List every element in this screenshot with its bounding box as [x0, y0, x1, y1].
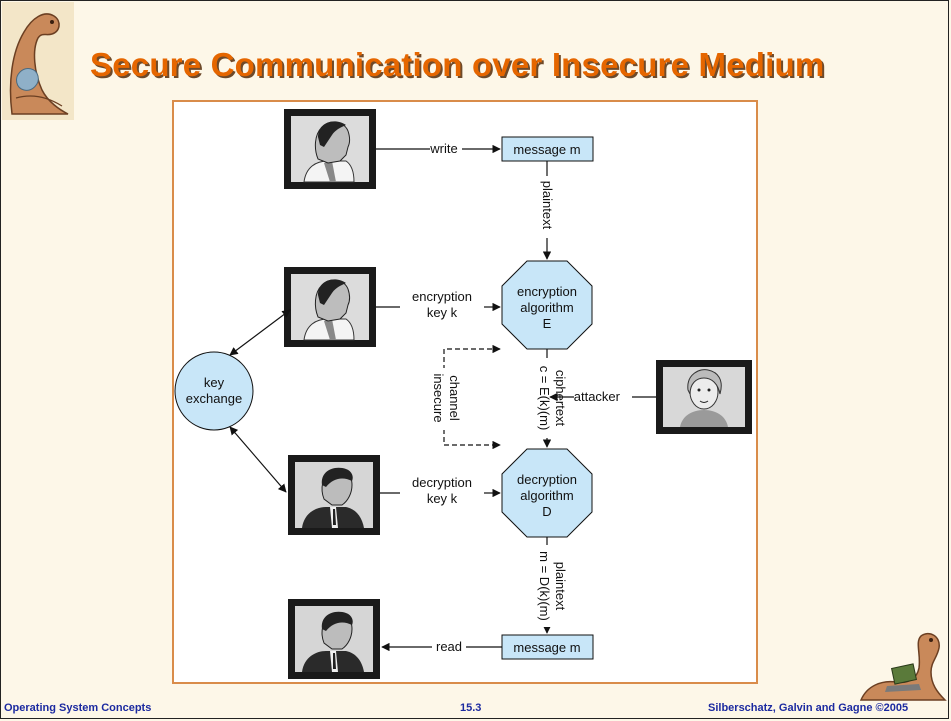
decryption-algorithm-line3: D: [542, 504, 551, 519]
ciphertext-label-line1: ciphertext: [553, 370, 568, 427]
key-exchange-node: [174, 351, 254, 431]
message-label-top: message m: [513, 142, 580, 157]
receiver-key-portrait: [288, 455, 380, 535]
encryption-algorithm-line3: E: [543, 316, 552, 331]
plaintext-top-label: plaintext: [540, 181, 555, 230]
dinosaur-laptop-image: [859, 632, 947, 701]
key-exchange-line1: key: [204, 375, 225, 390]
encryption-algorithm-line2: algorithm: [520, 300, 573, 315]
secure-communication-diagram: write message m plaintext encryption alg…: [174, 109, 752, 679]
read-label: read: [436, 639, 462, 654]
plaintext-top-label-bg: [540, 176, 554, 238]
sender-key-portrait: [284, 267, 376, 347]
decryption-algorithm-node: [501, 448, 593, 538]
sender-portrait: [284, 109, 376, 189]
insecure-channel-label-bg: [429, 368, 461, 430]
message-box-top: [501, 136, 594, 162]
ciphertext-label-line2: c = E(k)(m): [537, 366, 552, 431]
encryption-algorithm-node: [501, 260, 593, 350]
insecure-channel-line2: channel: [447, 375, 462, 421]
encryption-key-line2: key k: [427, 305, 458, 320]
decryption-key-line2: key k: [427, 491, 458, 506]
encryption-key-line1: encryption: [412, 289, 472, 304]
dinosaur-corner-image: [2, 2, 74, 120]
insecure-channel-line1: insecure: [431, 373, 446, 422]
attacker-label: attacker: [574, 389, 621, 404]
footer-left: Operating System Concepts: [4, 702, 152, 714]
plaintext-bottom-label-bg: [531, 545, 563, 627]
message-box-bottom: [501, 634, 594, 660]
message-label-bottom: message m: [513, 640, 580, 655]
key-exchange-to-sender-arrow: [229, 309, 291, 356]
diagram-panel: write message m plaintext encryption alg…: [172, 100, 758, 684]
decryption-algorithm-line1: decryption: [517, 472, 577, 487]
receiver-portrait: [288, 599, 380, 679]
plaintext-bottom-line1: plaintext: [553, 562, 568, 611]
plaintext-bottom-line2: m = D(k)(m): [537, 551, 552, 621]
attacker-portrait: [656, 360, 752, 434]
key-exchange-to-receiver-arrow: [229, 426, 287, 493]
slide-title: Secure Communication over Insecure Mediu…: [90, 46, 825, 83]
footer-right: Silberschatz, Galvin and Gagne ©2005: [708, 702, 909, 714]
encryption-algorithm-line1: encryption: [517, 284, 577, 299]
footer-center: 15.3: [460, 702, 482, 714]
write-label: write: [429, 141, 457, 156]
key-exchange-line2: exchange: [186, 391, 242, 406]
decryption-algorithm-line2: algorithm: [520, 488, 573, 503]
ciphertext-label-bg: [531, 358, 563, 438]
decryption-key-line1: decryption: [412, 475, 472, 490]
